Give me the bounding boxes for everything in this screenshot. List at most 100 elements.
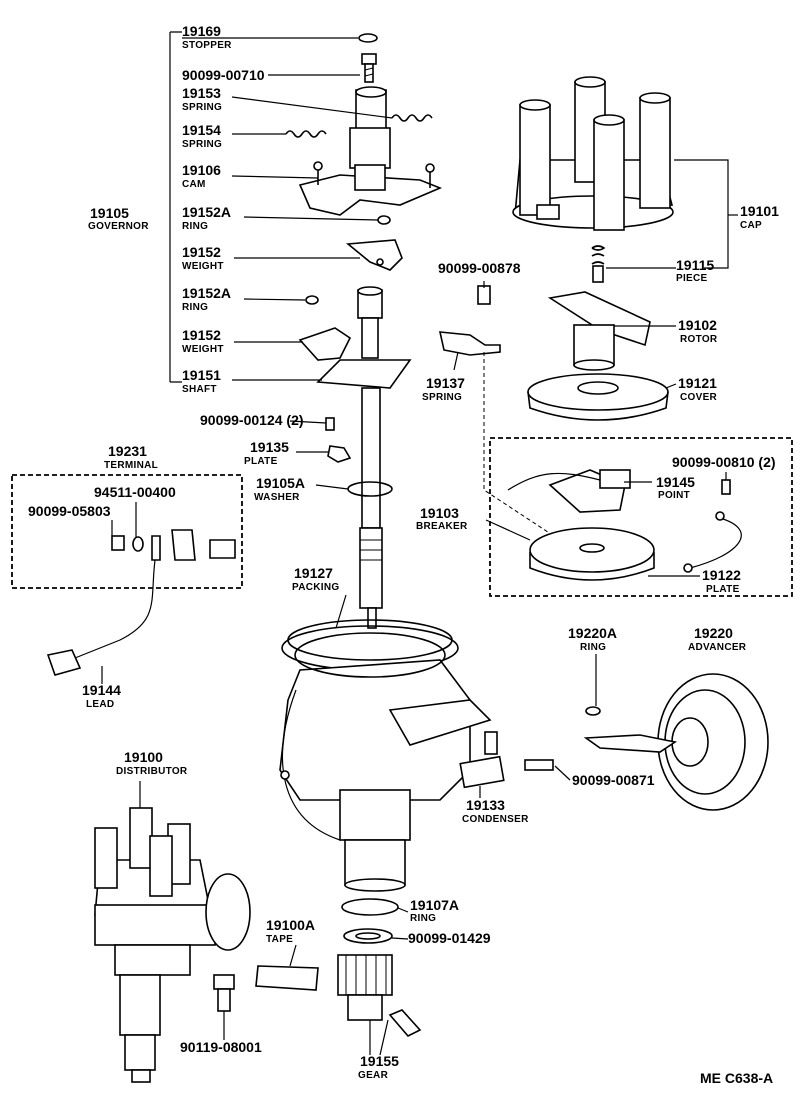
label-19105: 19105 GOVERNOR: [88, 205, 149, 232]
svg-text:RING: RING: [182, 221, 208, 232]
label-90099-00878: 90099-00878: [438, 260, 521, 276]
label-90099-00871: 90099-00871: [572, 772, 655, 788]
svg-text:19144: 19144: [82, 682, 121, 698]
label-19152A-1: 19152A RING: [182, 204, 231, 232]
screw-00710-drawing: [361, 53, 377, 83]
svg-text:WEIGHT: WEIGHT: [182, 261, 224, 272]
label-19106: 19106 CAM: [182, 162, 221, 190]
label-19144: 19144 LEAD: [82, 682, 121, 710]
cap-drawing: [512, 76, 674, 231]
svg-text:19151: 19151: [182, 367, 221, 383]
ring-19152A-drawing: [377, 215, 391, 225]
weight-19152-2-drawing: [298, 327, 352, 361]
svg-text:WEIGHT: WEIGHT: [182, 344, 224, 355]
svg-text:19135: 19135: [250, 439, 289, 455]
lead-connector-drawing: [46, 649, 82, 676]
lead-wire-drawing: [69, 559, 156, 661]
svg-text:DISTRIBUTOR: DISTRIBUTOR: [116, 766, 188, 777]
svg-text:ROTOR: ROTOR: [680, 334, 718, 345]
svg-text:19100A: 19100A: [266, 917, 315, 933]
svg-text:19103: 19103: [420, 505, 459, 521]
svg-text:CAP: CAP: [740, 220, 762, 231]
svg-text:19154: 19154: [182, 122, 221, 138]
housing-drawing: [279, 619, 492, 892]
label-19155: 19155 GEAR: [358, 1053, 399, 1081]
weight-19152-drawing: [345, 239, 403, 271]
ring-19152A-2-drawing: [305, 295, 319, 305]
label-19100A: 19100A TAPE: [266, 917, 315, 945]
svg-text:TERMINAL: TERMINAL: [104, 460, 158, 471]
label-90099-00124: 90099-00124 (2): [200, 412, 304, 428]
spring-19154-drawing: [285, 130, 327, 138]
svg-text:19231: 19231: [108, 443, 147, 459]
tape-19100A-drawing: [255, 965, 319, 991]
svg-text:19169: 19169: [182, 23, 221, 39]
svg-text:RING: RING: [410, 913, 436, 924]
piece-tip-drawing: [592, 265, 604, 283]
svg-text:90099-00710: 90099-00710: [182, 67, 265, 83]
svg-text:94511-00400: 94511-00400: [94, 484, 176, 500]
svg-text:PACKING: PACKING: [292, 582, 339, 593]
svg-text:19127: 19127: [294, 565, 333, 581]
svg-text:19105: 19105: [90, 205, 129, 221]
svg-text:CAM: CAM: [182, 179, 206, 190]
label-19100: 19100 DISTRIBUTOR: [116, 749, 188, 777]
distributor-assembly-drawing: [94, 807, 251, 1083]
svg-text:19115: 19115: [676, 257, 714, 273]
svg-text:SPRING: SPRING: [422, 392, 462, 403]
governor-bracket: [169, 31, 182, 383]
cover-drawing: [527, 373, 669, 421]
diagram-code: ME C638-A: [700, 1070, 773, 1086]
svg-text:STOPPER: STOPPER: [182, 40, 232, 51]
label-19220A: 19220A RING: [568, 625, 617, 653]
svg-text:19107A: 19107A: [410, 897, 459, 913]
svg-text:19133: 19133: [466, 797, 505, 813]
svg-text:SPRING: SPRING: [182, 102, 222, 113]
svg-text:90119-08001: 90119-08001: [180, 1039, 262, 1055]
svg-text:19152: 19152: [182, 244, 221, 260]
label-90099-01429: 90099-01429: [408, 930, 491, 946]
advancer-drawing: [583, 673, 769, 811]
washer-hole-icon: [355, 932, 381, 940]
svg-text:COVER: COVER: [680, 392, 718, 403]
packing-19127-drawing: [294, 632, 446, 678]
ring-19107A-drawing: [341, 898, 399, 916]
label-19169: 19169 STOPPER: [182, 23, 232, 51]
svg-text:19152A: 19152A: [182, 204, 231, 220]
washer-01429-drawing: [343, 928, 393, 944]
svg-text:SPRING: SPRING: [182, 139, 222, 150]
screw-00810-drawing: [721, 479, 731, 495]
screw-00124-drawing: [325, 417, 335, 431]
screw-00878-drawing: [477, 285, 491, 305]
breaker-dashed-box: [489, 437, 793, 597]
svg-text:90099-01429: 90099-01429: [408, 930, 491, 946]
label-19153: 19153 SPRING: [182, 85, 222, 113]
label-19145: 19145 POINT: [656, 474, 695, 501]
svg-text:19122: 19122: [702, 567, 741, 583]
label-90099-00710: 90099-00710: [182, 67, 265, 83]
svg-text:90099-00871: 90099-00871: [572, 772, 655, 788]
svg-text:GOVERNOR: GOVERNOR: [88, 221, 149, 232]
label-19151: 19151 SHAFT: [182, 367, 221, 395]
label-19122: 19122 PLATE: [702, 567, 741, 595]
spring-guide-line: [483, 352, 561, 541]
svg-text:19121: 19121: [678, 375, 717, 391]
breaker-drawing: [507, 469, 742, 581]
label-19127: 19127 PACKING: [292, 565, 339, 593]
svg-text:90099-00878: 90099-00878: [438, 260, 521, 276]
label-19103: 19103 BREAKER: [416, 505, 468, 532]
label-19107A: 19107A RING: [410, 897, 459, 924]
label-19137: 19137 SPRING: [422, 375, 465, 403]
terminal-parts-drawing: [111, 529, 236, 561]
terminal-dashed-box: [11, 474, 243, 589]
svg-text:19152: 19152: [182, 327, 221, 343]
weight-pin-icon: [376, 258, 384, 266]
svg-text:WASHER: WASHER: [254, 492, 300, 503]
label-19101: 19101 CAP: [740, 203, 779, 231]
svg-text:19137: 19137: [426, 375, 465, 391]
label-19220: 19220 ADVANCER: [688, 625, 747, 653]
label-19133: 19133 CONDENSER: [462, 797, 529, 825]
svg-text:CONDENSER: CONDENSER: [462, 814, 529, 825]
stopper-drawing: [358, 33, 378, 43]
